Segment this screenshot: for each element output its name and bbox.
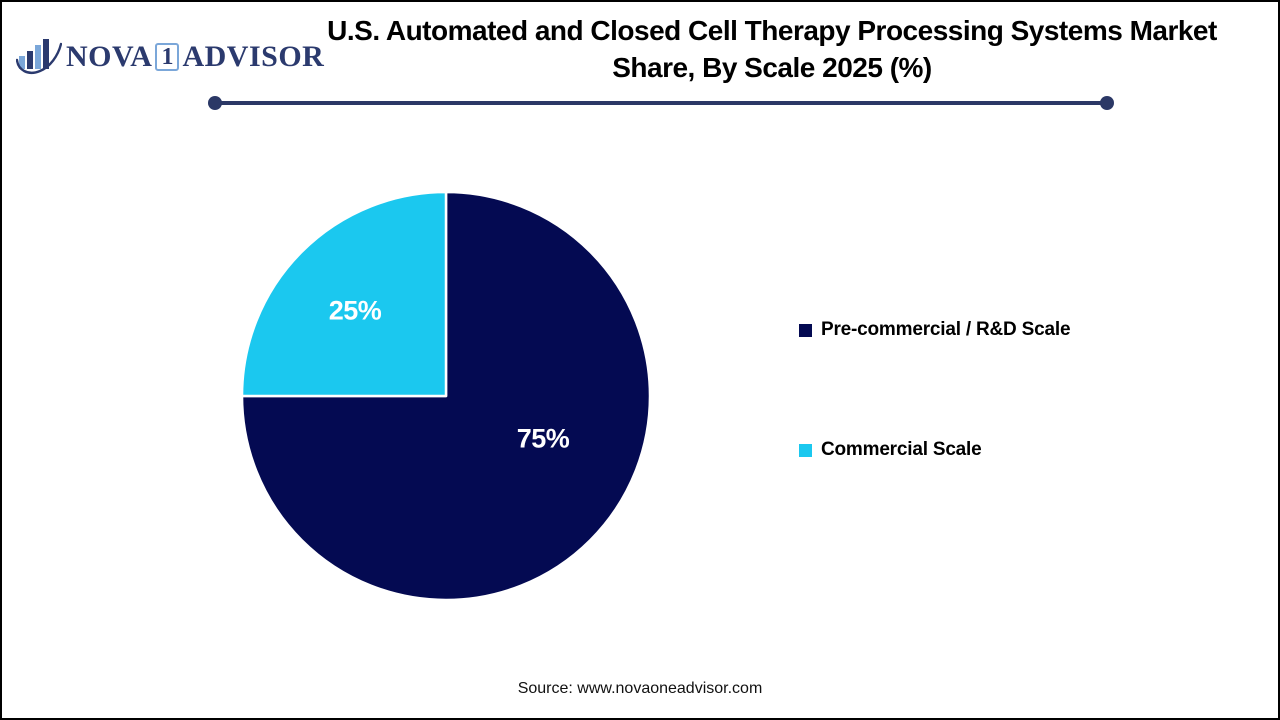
legend-label: Pre-commercial / R&D Scale [821,319,1071,340]
nova-one-advisor-logo: NOVA 1 ADVISOR [16,36,324,78]
chart-title-line-1: U.S. Automated and Closed Cell Therapy P… [327,15,1217,46]
title-underline [208,96,1114,110]
legend-item-pre-commercial: Pre-commercial / R&D Scale [799,319,1071,341]
bar-chart-swoosh-icon [16,39,62,74]
chart-title: U.S. Automated and Closed Cell Therapy P… [302,12,1242,86]
logo-one-badge: 1 [155,43,180,71]
pie-chart: 75% 25% [236,186,656,606]
legend-label: Commercial Scale [821,439,982,460]
legend-marker-icon [799,323,812,337]
pie-svg [240,190,652,602]
pie-slice-1 [240,190,448,398]
underline-left-dot-icon [208,96,222,110]
logo-text-advisor: ADVISOR [182,40,325,73]
logo-text-nova: NOVA [66,40,153,73]
chart-title-line-2: Share, By Scale 2025 (%) [612,52,932,83]
underline-right-dot-icon [1100,96,1114,110]
source-attribution: Source: www.novaoneadvisor.com [517,680,763,697]
legend-item-commercial: Commercial Scale [799,439,982,461]
legend-marker-icon [799,443,812,457]
